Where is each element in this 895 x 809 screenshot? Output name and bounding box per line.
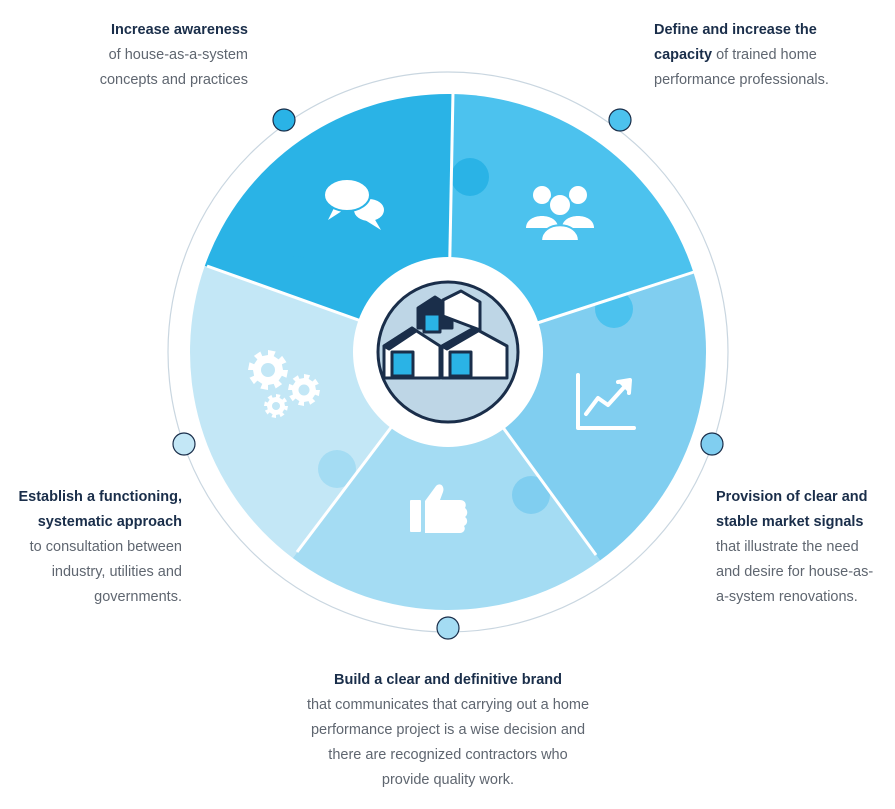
marker-brand bbox=[436, 616, 460, 640]
label-awareness-line1: of house-as-a-system bbox=[108, 47, 248, 63]
tab-awareness-systematic bbox=[277, 256, 315, 294]
ring-markers bbox=[172, 108, 724, 640]
label-awareness: Increase awareness of house-as-a-system … bbox=[40, 18, 248, 93]
label-signals-line1: that illustrate the need bbox=[716, 539, 859, 555]
gear-small bbox=[264, 394, 288, 418]
label-brand: Build a clear and definitive brand that … bbox=[268, 668, 628, 793]
gear-large bbox=[248, 350, 288, 390]
tab-signals-brand bbox=[512, 476, 550, 514]
label-signals-title1: Provision of clear and bbox=[716, 489, 868, 505]
label-signals-line2: and desire for house-as- bbox=[716, 564, 874, 580]
label-signals-title2: stable market signals bbox=[716, 514, 864, 530]
label-brand-title: Build a clear and definitive brand bbox=[333, 672, 563, 688]
label-capacity-bold-word: capacity bbox=[654, 47, 713, 63]
label-awareness-line2: concepts and practices bbox=[99, 72, 248, 88]
people-group-icon bbox=[526, 186, 594, 242]
label-capacity-title: Define and increase the bbox=[654, 22, 817, 38]
marker-systematic bbox=[172, 432, 196, 456]
gear-hole bbox=[298, 384, 310, 396]
growth-chart-icon bbox=[576, 373, 636, 430]
gear-hole bbox=[261, 363, 275, 377]
marker-awareness bbox=[272, 108, 296, 132]
label-systematic-title1: Establish a functioning, bbox=[18, 489, 182, 505]
label-systematic-line3: governments. bbox=[94, 589, 182, 605]
label-capacity-line3: performance professionals. bbox=[654, 72, 829, 88]
label-brand-line2: performance project is a wise decision a… bbox=[310, 722, 586, 738]
label-capacity-line2: capacity of trained home bbox=[654, 43, 884, 68]
marker-signals bbox=[700, 432, 724, 456]
thumbs-up-icon bbox=[410, 484, 468, 533]
label-brand-line4: provide quality work. bbox=[381, 772, 515, 788]
label-awareness-title: Increase awareness bbox=[110, 22, 248, 38]
tab-awareness-capacity bbox=[451, 158, 489, 196]
tab-brand-systematic bbox=[318, 450, 356, 488]
label-signals: Provision of clear and stable market sig… bbox=[716, 485, 891, 610]
segment-brand bbox=[292, 352, 600, 611]
center-hub bbox=[353, 257, 543, 447]
speech-bubbles-icon bbox=[323, 178, 384, 230]
houses-icon bbox=[382, 289, 509, 380]
label-systematic-title2: systematic approach bbox=[37, 514, 182, 530]
label-brand-line1: that communicates that carrying out a ho… bbox=[306, 697, 590, 713]
gear-hole bbox=[272, 402, 280, 410]
label-systematic: Establish a functioning, systematic appr… bbox=[2, 485, 182, 610]
label-brand-line3: there are recognized contractors who bbox=[328, 747, 568, 763]
label-capacity: Define and increase the capacity of trai… bbox=[654, 18, 884, 93]
label-systematic-line1: to consultation between bbox=[29, 539, 182, 555]
tab-capacity-signals bbox=[595, 290, 633, 328]
label-signals-line3: a-system renovations. bbox=[716, 589, 858, 605]
label-capacity-line2-rest: of trained home bbox=[712, 47, 817, 63]
puzzle-tabs bbox=[277, 158, 633, 514]
gears-icon bbox=[248, 350, 320, 418]
label-systematic-line2: industry, utilities and bbox=[51, 564, 182, 580]
marker-capacity bbox=[608, 108, 632, 132]
gear-medium bbox=[288, 374, 320, 406]
